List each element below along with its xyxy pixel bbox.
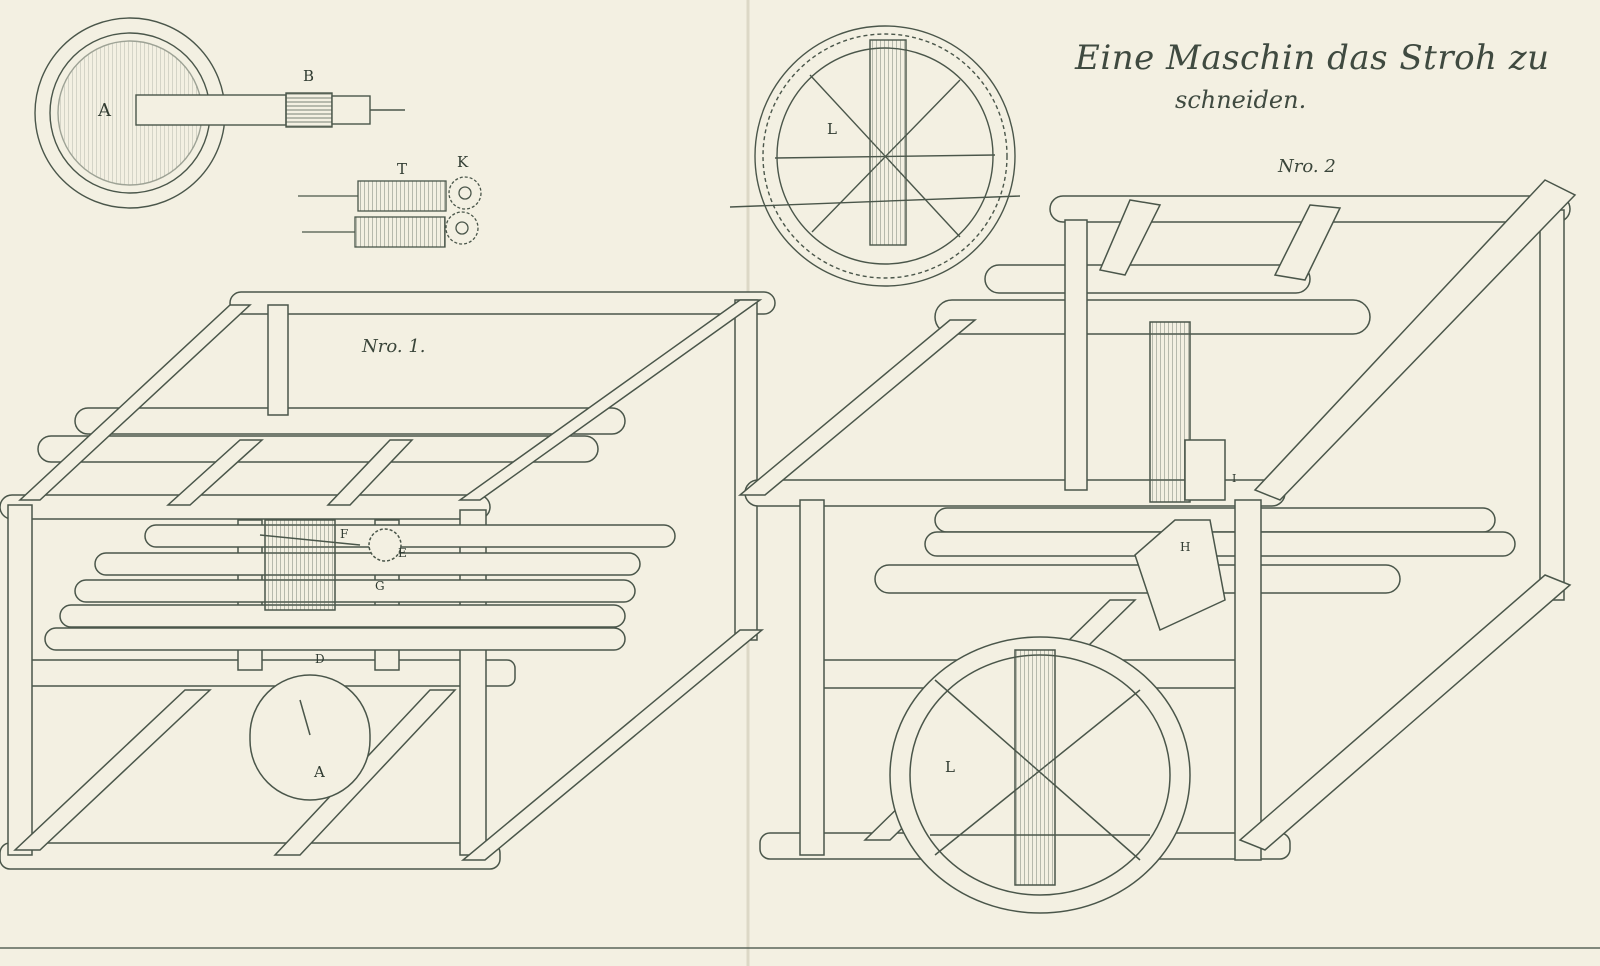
plate-title-line2: schneiden. (1175, 86, 1307, 114)
machine-frame-2 (737, 179, 1577, 914)
part-label-a-disc: A (98, 100, 111, 121)
part-label-f-lever: F (340, 527, 349, 541)
figure-label-nro2: Nro. 2 (1278, 156, 1336, 177)
part-label-l-wheel-bottom: L (945, 758, 955, 776)
part-label-d-crank: D (315, 652, 325, 666)
part-label-k-gear: K (457, 153, 469, 171)
part-label-i-part: I (1232, 472, 1237, 485)
part-label-g-part: G (375, 579, 385, 593)
part-label-b-shaft: B (303, 67, 315, 85)
part-label-t-roller: T (397, 160, 408, 178)
part-label-a-flywheel: A (314, 763, 325, 781)
detail-disc-shaft (34, 17, 405, 209)
detail-toothed-wheel (729, 25, 1021, 287)
machine-frame-1 (0, 291, 776, 870)
part-label-l-wheel-top: L (827, 120, 837, 138)
figure-label-nro1: Nro. 1. (362, 336, 426, 357)
detail-rollers-gears (298, 176, 482, 248)
part-label-e-gear: E (398, 546, 407, 560)
part-label-h-hopper: H (1180, 540, 1191, 554)
plate-title: Eine Maschin das Stroh zu (1075, 38, 1550, 78)
